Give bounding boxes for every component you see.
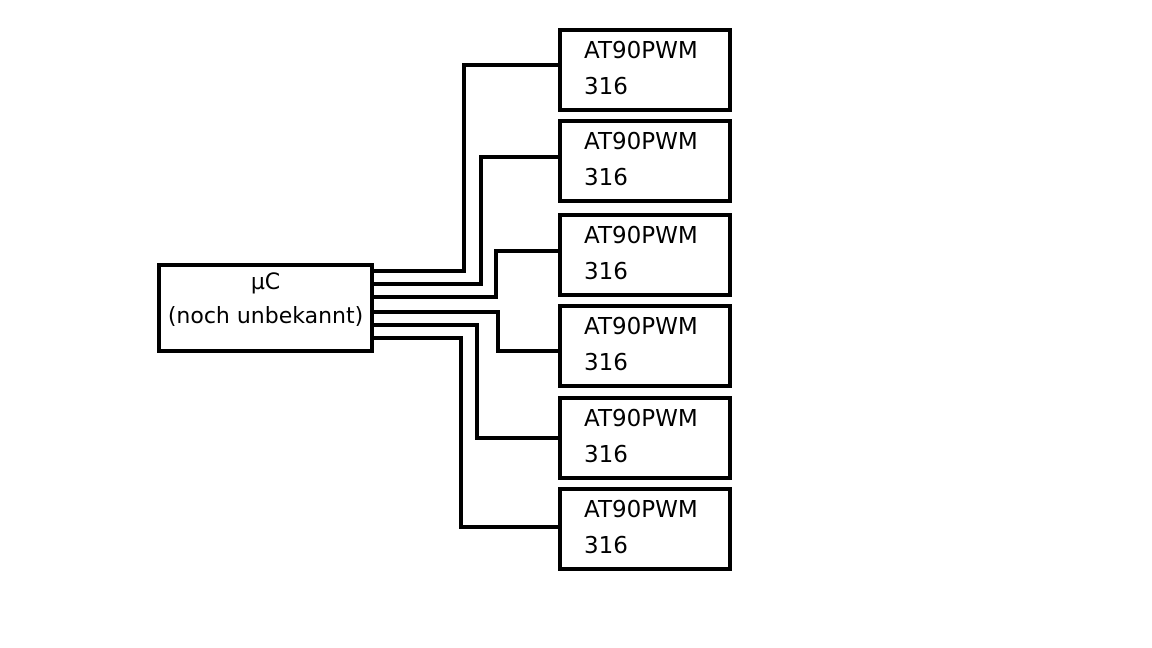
chip-label-line1: AT90PWM — [584, 38, 698, 64]
pwm-chip-1: AT90PWM 316 — [558, 28, 732, 112]
wire-1 — [374, 63, 560, 273]
chip-label-line1: AT90PWM — [584, 497, 698, 523]
microcontroller-label: µC — [250, 270, 281, 295]
pwm-chip-6: AT90PWM 316 — [558, 487, 732, 571]
chip-label-line1: AT90PWM — [584, 314, 698, 340]
chip-label-line1: AT90PWM — [584, 223, 698, 249]
wire-4 — [374, 310, 560, 353]
chip-label-line2: 316 — [584, 165, 628, 191]
wire-3 — [374, 249, 560, 299]
chip-label-line2: 316 — [584, 533, 628, 559]
pwm-chip-3: AT90PWM 316 — [558, 213, 732, 297]
chip-label-line2: 316 — [584, 442, 628, 468]
pwm-chip-2: AT90PWM 316 — [558, 119, 732, 203]
microcontroller-sublabel: (noch unbekannt) — [167, 304, 364, 329]
pwm-chip-4: AT90PWM 316 — [558, 304, 732, 388]
wire-6 — [374, 336, 560, 529]
microcontroller-box: µC (noch unbekannt) — [157, 263, 374, 353]
chip-label-line2: 316 — [584, 350, 628, 376]
chip-label-line2: 316 — [584, 259, 628, 285]
chip-label-line1: AT90PWM — [584, 406, 698, 432]
wire-2 — [374, 155, 560, 286]
wire-5 — [374, 323, 560, 440]
chip-label-line2: 316 — [584, 74, 628, 100]
pwm-chip-5: AT90PWM 316 — [558, 396, 732, 480]
chip-label-line1: AT90PWM — [584, 129, 698, 155]
